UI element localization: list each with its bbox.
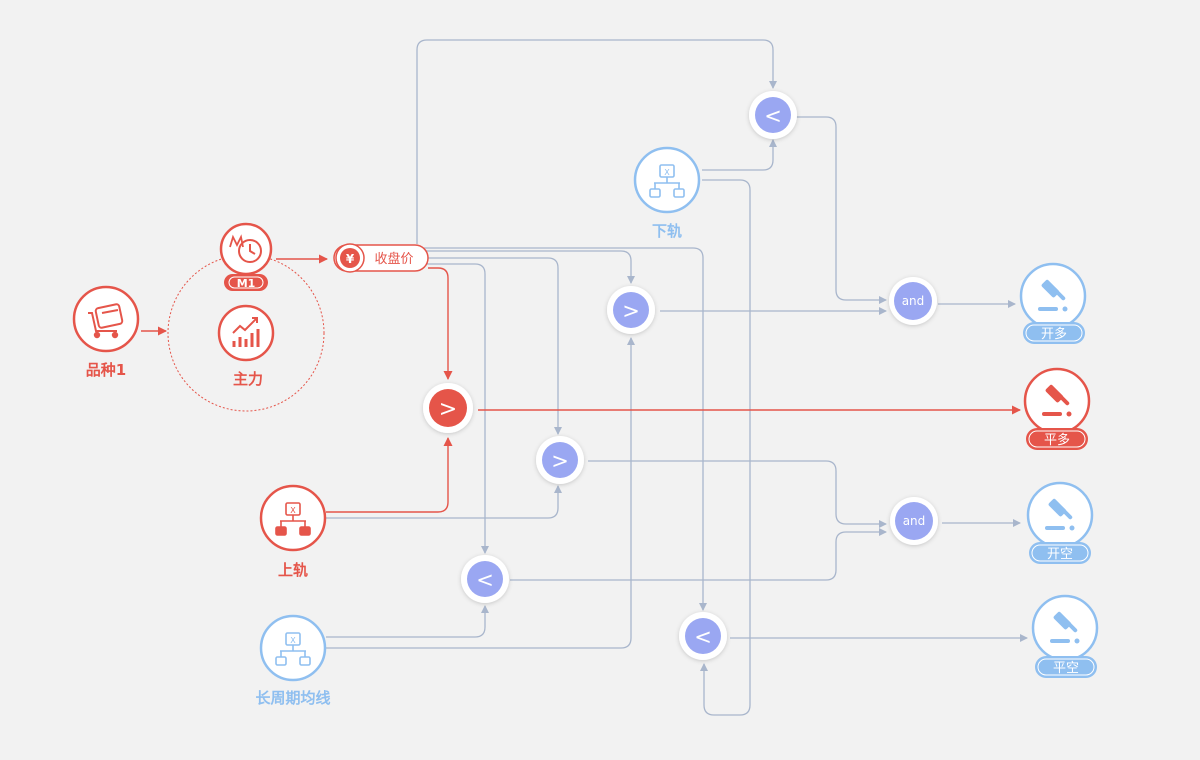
comparator-gt-upper[interactable]: > xyxy=(536,436,584,484)
close-long-label: 平多 xyxy=(1044,432,1070,448)
red-connectors xyxy=(141,254,1021,513)
edge-lt-left-to-and xyxy=(510,528,887,581)
upper-band-fx: X xyxy=(290,506,296,515)
function-icon xyxy=(275,632,311,666)
variety-label: 品种1 xyxy=(86,361,126,379)
upper-band-node[interactable]: X 上轨 xyxy=(259,484,327,579)
lower-band-label: 下轨 xyxy=(652,222,682,240)
lower-band-node[interactable]: X 下轨 xyxy=(633,146,701,240)
long-ma-label: 长周期均线 xyxy=(255,689,330,707)
main-contract-node[interactable]: 主力 xyxy=(217,304,275,388)
close-price-label: 收盘价 xyxy=(374,251,413,267)
close-short-label: 平空 xyxy=(1053,661,1079,676)
comparator-gt-mid[interactable]: > xyxy=(607,286,655,334)
action-close-short[interactable]: 平空 xyxy=(1031,594,1099,678)
and-gate-top[interactable]: and xyxy=(889,277,937,325)
gavel-icon xyxy=(1050,611,1080,644)
gt-main-symbol: > xyxy=(439,397,457,422)
edge-close-to-gt-upper xyxy=(420,257,562,435)
edge-close-to-gt-mid xyxy=(420,250,635,284)
comparator-lt-right[interactable]: < xyxy=(679,612,727,660)
yen-icon: ¥ xyxy=(346,252,355,266)
action-close-long[interactable]: 平多 xyxy=(1023,367,1091,450)
lower-band-fx: X xyxy=(664,168,670,177)
edge-lower-to-lt-right xyxy=(700,179,751,716)
lt-right-symbol: < xyxy=(694,625,712,649)
and-bottom-label: and xyxy=(903,514,926,528)
open-short-label: 开空 xyxy=(1047,547,1073,562)
close-price-node[interactable]: ¥ 收盘价 xyxy=(333,243,429,273)
comparator-lt-lower[interactable]: < xyxy=(749,91,797,139)
and-top-label: and xyxy=(902,294,925,308)
function-icon xyxy=(649,164,685,198)
edge-gt-upper-to-and xyxy=(588,460,887,528)
period-badge: M1 xyxy=(237,277,256,290)
action-open-short[interactable]: 开空 xyxy=(1026,481,1094,564)
gavel-icon xyxy=(1038,279,1068,312)
period-node[interactable]: M1 xyxy=(219,222,273,291)
clock-icon xyxy=(229,234,262,263)
open-long-label: 开多 xyxy=(1041,326,1067,342)
function-icon xyxy=(275,502,311,536)
edge-lower-to-lt-lower xyxy=(702,139,777,171)
comparator-gt-main[interactable]: > xyxy=(423,383,473,433)
and-gate-bottom[interactable]: and xyxy=(890,497,938,545)
connectors xyxy=(326,39,1028,716)
edge-close-to-lt-right xyxy=(420,247,707,611)
gt-mid-symbol: > xyxy=(622,299,640,323)
edge-close-to-lt-lower xyxy=(416,39,777,244)
cart-icon xyxy=(88,303,124,339)
edge-close-to-lt-left xyxy=(420,263,489,554)
edge-close-to-gt-main xyxy=(428,267,453,380)
long-ma-fx: X xyxy=(290,636,296,645)
edge-upper-to-gt-main xyxy=(326,437,453,513)
main-contract-label: 主力 xyxy=(233,370,263,388)
lt-lower-symbol: < xyxy=(764,104,782,128)
edge-ma-to-gt-mid xyxy=(326,337,635,649)
edge-upper-to-gt-upper xyxy=(326,485,562,519)
action-open-long[interactable]: 开多 xyxy=(1019,262,1087,344)
variety-node[interactable]: 品种1 xyxy=(72,285,140,379)
upper-band-label: 上轨 xyxy=(278,561,308,579)
long-ma-node[interactable]: X 长周期均线 xyxy=(255,614,331,707)
contract-group-ring xyxy=(167,254,325,412)
trend-chart-icon xyxy=(232,317,260,347)
lt-left-symbol: < xyxy=(476,568,494,592)
edge-ma-to-lt-left xyxy=(326,605,489,638)
edge-lt-lower-to-and xyxy=(792,116,887,304)
gt-upper-symbol: > xyxy=(551,449,569,473)
comparator-lt-left[interactable]: < xyxy=(461,555,509,603)
gavel-icon xyxy=(1042,384,1072,417)
gavel-icon xyxy=(1045,498,1075,531)
